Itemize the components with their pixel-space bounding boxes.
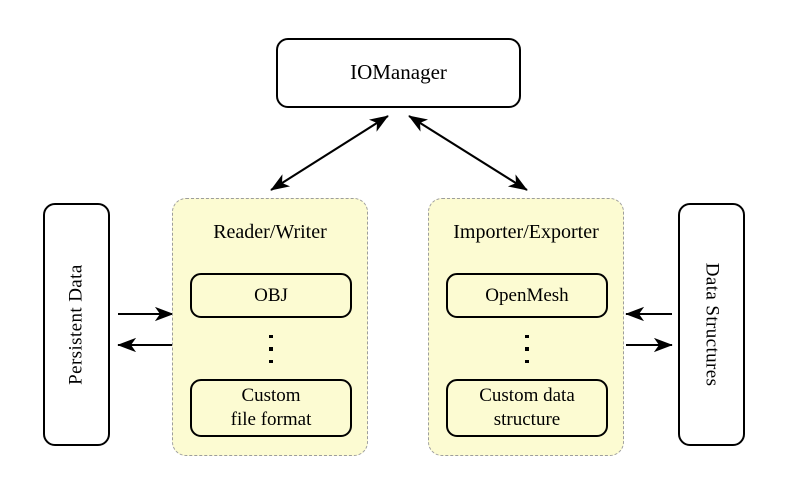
importer-exporter-ellipsis [522,335,532,363]
obj-label: OBJ [254,284,288,306]
group-reader-writer-title: Reader/Writer [213,221,327,243]
group-importer-exporter-title: Importer/Exporter [453,221,599,243]
custom-file-format-line2: file format [230,409,312,430]
iomanager-label: IOManager [350,60,447,85]
custom-file-format-line1: Custom [241,385,301,407]
custom-file-format-label: Custom file format [231,384,312,432]
node-data-structures[interactable]: Data Structures [678,203,745,446]
group-importer-exporter[interactable]: Importer/Exporter OpenMesh Custom data s… [428,198,624,456]
openmesh-label: OpenMesh [485,284,569,306]
custom-data-structure-line2: structure [493,409,561,430]
node-iomanager[interactable]: IOManager [276,38,521,108]
persistent-data-label: Persistent Data [65,264,87,385]
node-custom-file-format[interactable]: Custom file format [190,379,352,437]
node-openmesh[interactable]: OpenMesh [446,273,608,318]
node-persistent-data[interactable]: Persistent Data [43,203,110,446]
arrow-manager-reader-writer [270,115,389,191]
custom-data-structure-line1: Custom data [479,385,575,407]
node-custom-data-structure[interactable]: Custom data structure [446,379,608,437]
custom-data-structure-label: Custom data structure [479,384,575,432]
node-obj[interactable]: OBJ [190,273,352,318]
group-reader-writer[interactable]: Reader/Writer OBJ Custom file format [172,198,368,456]
data-structures-label: Data Structures [701,262,723,387]
arrow-manager-importer-exporter [408,115,528,191]
reader-writer-ellipsis [266,335,276,363]
